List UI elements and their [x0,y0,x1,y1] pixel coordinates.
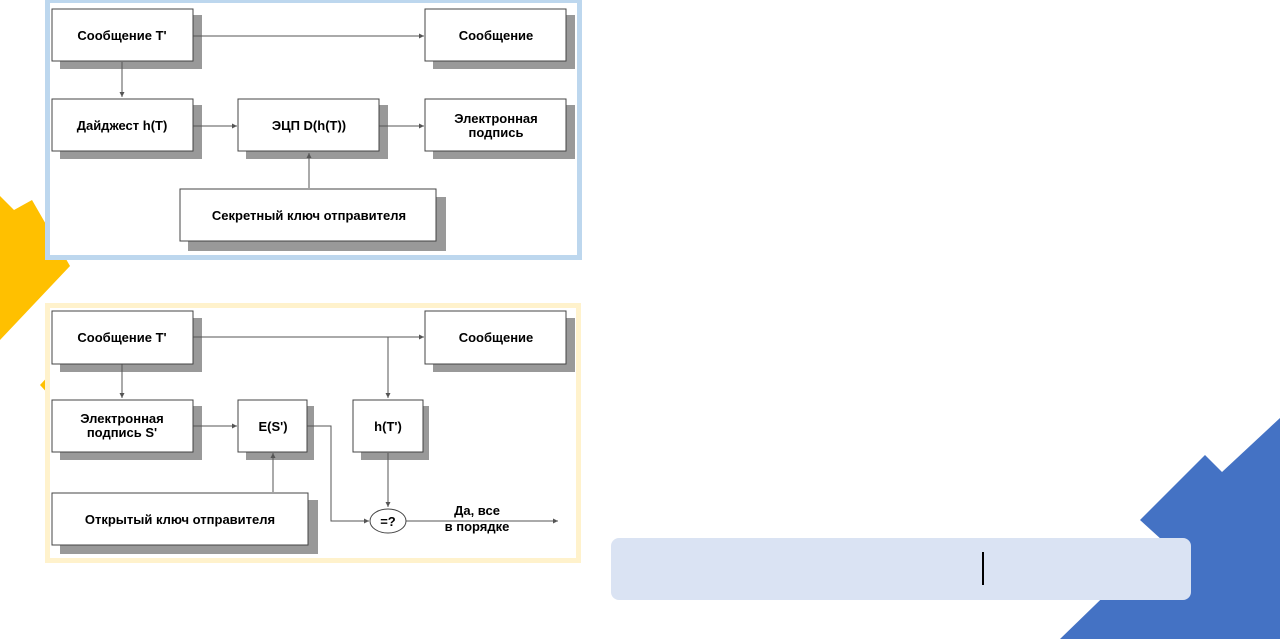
node-label: Сообщение T' [77,28,166,43]
node-secret-key: Секретный ключ отправителя [179,188,437,242]
node-ht: h(T') [352,399,424,453]
node-label: Сообщение [459,28,534,43]
node-label-line1: Электронная [80,411,164,426]
blue-corner-shape [1060,418,1280,639]
result-label-line1: Да, все [454,503,500,518]
node-label: h(T') [374,419,402,434]
node-public-key: Открытый ключ отправителя [51,492,309,546]
node-label: ЭЦП D(h(T)) [272,118,346,133]
verification-edges [119,334,558,524]
node-message-t: Сообщение T' [51,310,194,365]
text-input-bar[interactable] [611,538,1191,600]
signing-edges [119,33,424,188]
node-message: Сообщение [424,8,567,62]
node-eds: ЭЦП D(h(T)) [237,98,380,152]
node-label: =? [380,514,396,529]
node-signature: Электронная подпись S' [51,399,194,453]
node-label: Дайджест h(T) [77,118,168,133]
node-label-line1: Электронная [454,111,538,126]
node-message-t: Сообщение T' [51,8,194,62]
node-label: E(S') [258,419,287,434]
node-signature: Электронная подпись [424,98,567,152]
node-label-line2: подпись S' [87,425,157,440]
node-es: E(S') [237,399,308,453]
node-message: Сообщение [424,310,567,365]
node-label: Секретный ключ отправителя [212,208,406,223]
yellow-arrow-shape [0,196,70,340]
verification-diagram: Сообщение T' Сообщение Электронная подпи… [51,310,575,554]
signing-diagram: Сообщение T' Сообщение Дайджест h(T) ЭЦП… [51,8,575,251]
text-caret [982,552,984,585]
node-compare: =? [369,508,407,534]
node-label-line2: подпись [469,125,524,140]
node-digest: Дайджест h(T) [51,98,194,152]
result-label-line2: в порядке [445,519,510,534]
node-label: Сообщение [459,330,534,345]
node-label: Открытый ключ отправителя [85,512,275,527]
node-label: Сообщение T' [77,330,166,345]
